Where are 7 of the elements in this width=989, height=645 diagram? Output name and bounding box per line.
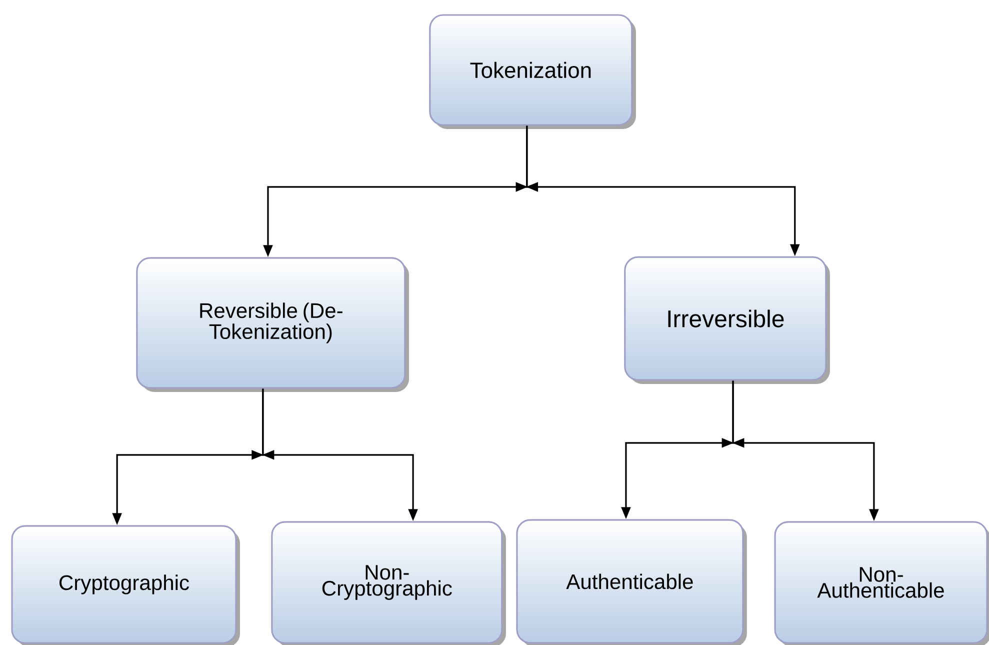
process-box: Cryptographic xyxy=(11,525,240,645)
process-box: Reversible (De-Tokenization) xyxy=(136,257,410,392)
process-box: Tokenization xyxy=(429,14,636,130)
process-box: Irreversible xyxy=(624,256,830,384)
process-box: Authenticable xyxy=(516,519,747,645)
process-box: Non-Authenticable xyxy=(774,521,989,645)
process-box: Non-Cryptographic xyxy=(271,521,506,645)
